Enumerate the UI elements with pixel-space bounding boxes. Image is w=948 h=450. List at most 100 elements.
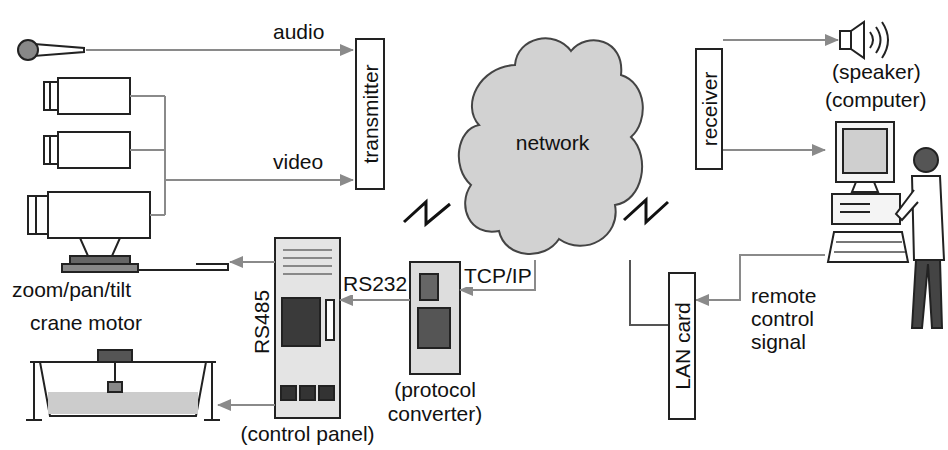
computer: (computer)	[825, 118, 910, 268]
protocol-converter: (protocol converter)	[410, 262, 460, 374]
computer-illustration	[843, 129, 887, 173]
control-panel-illustration	[275, 238, 340, 418]
microphone	[34, 44, 84, 56]
computer-illustration	[852, 182, 878, 192]
camera-mount: zoom/pan/tilt	[195, 252, 230, 272]
computer-illustration	[828, 122, 908, 262]
speaker-icon	[882, 22, 888, 58]
lightning-symbol	[404, 202, 450, 224]
audio-wire	[86, 50, 353, 51]
lan-card-box: LAN card	[668, 272, 696, 420]
camera	[44, 136, 58, 164]
control-panel-illustration	[282, 298, 320, 346]
speaker: (speaker)	[838, 20, 893, 58]
speaker-icon	[840, 22, 888, 58]
connector	[460, 260, 535, 290]
converter-illustration	[418, 308, 450, 348]
video-wire	[165, 179, 353, 181]
audio-wire	[86, 49, 353, 51]
camera	[70, 256, 130, 264]
camera	[58, 78, 130, 114]
crane-illustration	[204, 419, 220, 421]
camera	[80, 238, 120, 256]
control-panel-illustration	[283, 249, 332, 251]
computer-illustration	[840, 211, 870, 213]
computer-illustration	[828, 232, 908, 262]
video-wire	[130, 95, 165, 97]
cloud-outline	[459, 38, 643, 254]
camera	[35, 196, 37, 234]
camera	[49, 136, 51, 164]
control-panel-illustration	[326, 300, 334, 340]
control-panel-illustration	[281, 386, 296, 400]
receiver-box: receiver	[695, 48, 723, 170]
connector	[340, 299, 410, 301]
node-label: LAN card	[672, 302, 693, 390]
control-panel-illustration	[283, 265, 332, 267]
video-wire	[164, 96, 166, 215]
speaker-icon	[870, 32, 873, 48]
node-label: (protocol converter)	[375, 378, 495, 426]
control-panel-illustration	[300, 386, 315, 400]
camera	[44, 82, 58, 110]
camera	[48, 192, 150, 238]
crane-illustration	[48, 392, 198, 414]
crane-illustration	[26, 350, 220, 420]
control-panel-illustration	[283, 257, 332, 259]
connector-label: TCP/IP	[463, 264, 533, 287]
lightning-symbol	[624, 200, 668, 222]
crane-motor: crane motor	[28, 345, 218, 420]
crane-illustration	[98, 350, 132, 362]
video-wire	[150, 214, 165, 216]
person-figure	[914, 148, 938, 172]
camera	[49, 82, 51, 110]
crane-illustration	[26, 419, 42, 421]
person-figure	[912, 260, 942, 328]
crane-illustration	[40, 362, 206, 416]
camera	[62, 264, 138, 272]
computer-illustration	[832, 194, 900, 224]
node-label: network	[516, 131, 590, 155]
node-label: (control panel)	[240, 422, 374, 446]
node-label: transmitter	[360, 64, 381, 163]
connector	[723, 149, 825, 151]
signal-name: video	[272, 150, 324, 173]
connector	[723, 39, 838, 41]
microphone	[18, 40, 84, 60]
connector	[218, 404, 275, 406]
video-wire	[130, 149, 165, 151]
camera	[28, 196, 48, 234]
microphone	[18, 40, 38, 60]
transmitter-box: transmitter	[355, 38, 385, 190]
connector	[230, 261, 275, 263]
node-label: crane motor	[30, 311, 142, 335]
speaker-icon	[851, 22, 864, 58]
computer-illustration	[834, 251, 905, 253]
node-label: (computer)	[825, 88, 927, 112]
computer-illustration	[840, 203, 870, 205]
node-label: zoom/pan/tilt	[12, 278, 131, 302]
converter-illustration	[410, 262, 460, 374]
network-cloud: network	[455, 25, 650, 260]
crane-illustration	[33, 362, 35, 420]
bus-name: RS485	[250, 289, 273, 355]
computer-illustration	[836, 122, 894, 182]
person-figure	[896, 148, 944, 328]
crane-illustration	[114, 362, 116, 382]
control-panel-illustration	[319, 386, 334, 400]
camera	[28, 78, 228, 272]
computer-illustration	[836, 241, 902, 243]
camera	[58, 132, 130, 168]
person-figure	[912, 176, 944, 260]
speaker-icon	[876, 27, 881, 53]
connector-label: remote control signal	[750, 284, 834, 353]
crane-illustration	[211, 362, 213, 420]
control-panel-illustration	[283, 273, 332, 275]
connector-label: RS232	[342, 272, 408, 295]
video-wire	[130, 96, 353, 215]
connector	[630, 260, 668, 325]
converter-illustration	[410, 262, 460, 374]
person-figure	[896, 190, 918, 220]
control-panel: (control panel)	[275, 238, 340, 418]
node-label: (speaker)	[832, 60, 921, 84]
